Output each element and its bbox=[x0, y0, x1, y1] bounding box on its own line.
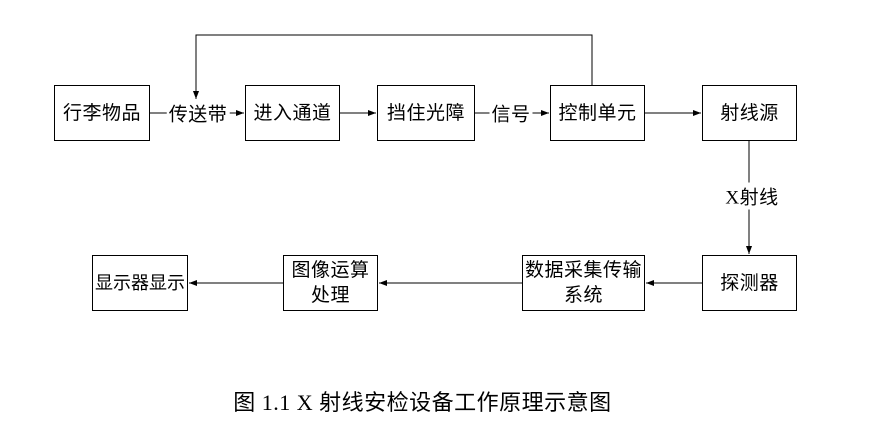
node-ray-source: 射线源 bbox=[702, 85, 797, 141]
node-image-processing: 图像运算处理 bbox=[283, 255, 378, 311]
edge-label-xray: X射线 bbox=[723, 182, 781, 210]
node-data-acquisition-system: 数据采集传输系统 bbox=[522, 255, 645, 311]
node-label: 行李物品 bbox=[62, 102, 141, 124]
node-label: 数据采集传输系统 bbox=[524, 260, 642, 306]
figure-caption: 图 1.1 X 射线安检设备工作原理示意图 bbox=[233, 390, 612, 415]
node-block-light-barrier: 挡住光障 bbox=[377, 85, 475, 141]
node-monitor-display: 显示器显示 bbox=[92, 255, 188, 311]
node-label: 控制单元 bbox=[558, 102, 637, 124]
edge-label-signal: 信号 bbox=[489, 99, 533, 127]
node-label: 图像运算处理 bbox=[291, 260, 370, 306]
node-label: 进入通道 bbox=[253, 102, 332, 124]
node-label: 射线源 bbox=[720, 102, 779, 124]
node-label: 挡住光障 bbox=[386, 102, 465, 124]
edge-label-conveyor-belt: 传送带 bbox=[166, 99, 230, 127]
node-luggage: 行李物品 bbox=[54, 85, 150, 141]
node-control-unit: 控制单元 bbox=[550, 85, 645, 141]
node-label: 探测器 bbox=[720, 272, 779, 294]
node-detector: 探测器 bbox=[702, 255, 797, 311]
node-label: 显示器显示 bbox=[95, 272, 185, 293]
node-enter-channel: 进入通道 bbox=[245, 85, 340, 141]
